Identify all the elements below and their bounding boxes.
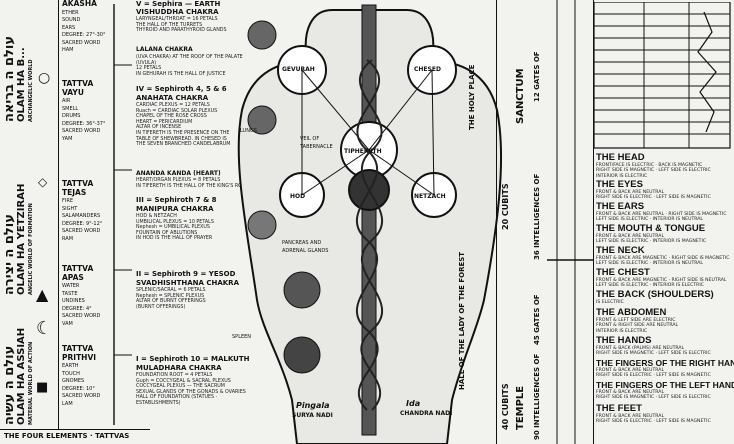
- chakra-lalana-desc: (UVA CHAKRA) AT THE ROOF OF THE PALATE (…: [136, 55, 243, 77]
- holy-place-label: THE HOLY PLACE: [468, 64, 476, 130]
- body-part-feet: THE FEET FRONT & BACK ARE NEUTRAL RIGHT …: [596, 403, 711, 425]
- world-assiah-hebrew: עולם ה עשיה: [2, 345, 17, 425]
- ether-symbol-icon: ○: [38, 70, 51, 86]
- body-part-neck: THE NECK FRONT & BACK ARE MAGNETIC · RIG…: [596, 245, 730, 267]
- tiphereth-label: TIPHERETH: [344, 148, 382, 155]
- worlds-column: עולם ה בריאה OLAM HA B... ARCHANGELIC WO…: [0, 0, 59, 444]
- body-part-fingers-right: THE FINGERS OF THE RIGHT HAND FRONT & BA…: [596, 358, 734, 379]
- chakra-2-title: II = Sephiroth 9 = YESOD: [136, 270, 236, 278]
- chakra-2-name: SVADHISHTHANA CHAKRA: [136, 279, 239, 287]
- gates-45-label: 45 GATES OF: [533, 294, 541, 345]
- chandra-nadi-label: CHANDRA NADI: [400, 410, 453, 417]
- measure-columns: 20 CUBITS 40 CUBITS SANCTUM TEMPLE 12 GA…: [496, 0, 594, 444]
- hod-label: HOD: [290, 193, 306, 200]
- measure-symbols: [547, 0, 593, 444]
- world-yetzirah-hebrew: עולם ה יצירה: [2, 214, 17, 295]
- chakra-lalana-title: LALANA CHAKRA: [136, 46, 193, 53]
- veil-label: VEIL OF TABERNACLE: [300, 136, 333, 150]
- chakra-3-title: III = Sephiroth 7 & 8: [136, 196, 217, 204]
- world-assiah-name: OLAM HA ASSIAH: [16, 327, 27, 425]
- body-part-abdomen: THE ABDOMEN FRONT & LEFT SIDE ARE ELECTR…: [596, 307, 679, 334]
- hall-lady-label: HALL OF THE LADY OF THE FOREST: [458, 251, 466, 390]
- tattva-apas: TATTVA APAS WATER TASTE UNDINES DEGREE: …: [62, 264, 101, 327]
- chakra-1-title: I = Sephiroth 10 = MALKUTH: [136, 355, 250, 363]
- body-part-back: THE BACK (SHOULDERS) IS ELECTRIC: [596, 289, 714, 306]
- body-part-mouth: THE MOUTH & TONGUE FRONT & BACK ARE NEUT…: [596, 223, 707, 245]
- fire-symbol-icon: ▲: [36, 285, 49, 304]
- chakra-1-name: MULADHARA CHAKRA: [136, 364, 222, 372]
- chakra-column: V = Sephira — EARTH VISHUDDHA CHAKRA LAR…: [134, 0, 254, 444]
- chesed-label: CHESED: [414, 66, 441, 73]
- ida-label: Ida: [406, 399, 421, 408]
- footer-title: THE FOUR ELEMENTS · TATTVAS: [4, 432, 130, 440]
- tattva-tejas: TATTVA TEJAS FIRE SIGHT SALAMANDERS DEGR…: [62, 179, 103, 242]
- sanctum-label: SANCTUM: [515, 68, 526, 124]
- body-figure: [237, 4, 503, 444]
- world-yetzirah-sub: ANGELIC WORLD OF FORMATION: [28, 203, 34, 295]
- gevurah-label: GEVURAH: [282, 66, 315, 73]
- chakra-4-name: ANAHATA CHAKRA: [136, 94, 209, 102]
- body-part-head: THE HEAD FRONT/FACE IS ELECTRIC · BACK I…: [596, 152, 711, 179]
- tattva-prithvi: TATTVA PRITHVI EARTH TOUCH GNOMES DEGREE…: [62, 344, 101, 407]
- bracket-lines: [113, 4, 132, 425]
- body-part-hands: THE HANDS FRONT & BACK (PALMS) ARE NEUTR…: [596, 335, 711, 357]
- world-briah-hebrew: עולם ה בריאה: [2, 36, 17, 122]
- cubits-20-label: 20 CUBITS: [501, 183, 510, 230]
- intel-36-label: 36 INTELLIGENCES OF: [533, 173, 541, 260]
- temple-label: TEMPLE: [515, 385, 526, 430]
- cubits-40-label: 40 CUBITS: [501, 383, 510, 430]
- intel-90-label: 90 INTELLIGENCES OF: [533, 353, 541, 440]
- body-part-eyes: THE EYES FRONT & BACK ARE NEUTRAL RIGHT …: [596, 179, 711, 201]
- tattva-akasha: AKASHA ETHER SOUND EARS DEGREE: 27°-30° …: [62, 0, 106, 53]
- world-yetzirah-name: OLAM HA YETZIRAH: [16, 183, 27, 295]
- world-briah-name: OLAM HA B...: [16, 47, 27, 122]
- body-part-chest: THE CHEST FRONT & BACK ARE MAGNETIC · RI…: [596, 267, 727, 289]
- chakra-ananda-title: ANANDA KANDA (HEART): [136, 170, 221, 177]
- water-symbol-icon: ☾: [36, 318, 53, 339]
- chakra-5-name: VISHUDDHA CHAKRA: [136, 8, 219, 16]
- earth-symbol-icon: ■: [36, 380, 49, 395]
- tattva-vayu: TATTVA VAYU AIR SMELL DRUMS DEGREE: 36°-…: [62, 79, 106, 142]
- pancreas-label: PANCREAS AND ADRENAL GLANDS: [282, 240, 329, 254]
- symbol-grid: [594, 2, 731, 149]
- tattva-column: AKASHA ETHER SOUND EARS DEGREE: 27°-30° …: [60, 0, 112, 444]
- gates-12-label: 12 GATES OF: [533, 51, 541, 102]
- chakra-3-name: MANIPURA CHAKRA: [136, 205, 214, 213]
- lungs-label: LUNGS: [240, 128, 257, 134]
- body-part-fingers-left: THE FINGERS OF THE LEFT HAND FRONT & BAC…: [596, 380, 734, 401]
- pingala-label: Pingala: [296, 401, 330, 410]
- surya-nadi-label: SURYA NADI: [292, 412, 333, 419]
- air-symbol-icon: ◇: [38, 175, 48, 189]
- chakra-4-title: IV = Sephiroth 4, 5 & 6: [136, 85, 227, 93]
- footer-bar: THE FOUR ELEMENTS · TATTVAS: [0, 429, 150, 444]
- body-part-ears: THE EARS FRONT & BACK ARE NEUTRAL · RIGH…: [596, 201, 727, 223]
- netzach-label: NETZACH: [414, 193, 446, 200]
- world-assiah-sub: MATERIAL WORLD OF ACTION: [28, 341, 34, 425]
- chakra-5-title: V = Sephira — EARTH: [136, 0, 221, 8]
- world-briah-sub: ARCHANGELIC WORLD: [28, 59, 34, 122]
- spleen-label: SPLEEN: [232, 334, 252, 340]
